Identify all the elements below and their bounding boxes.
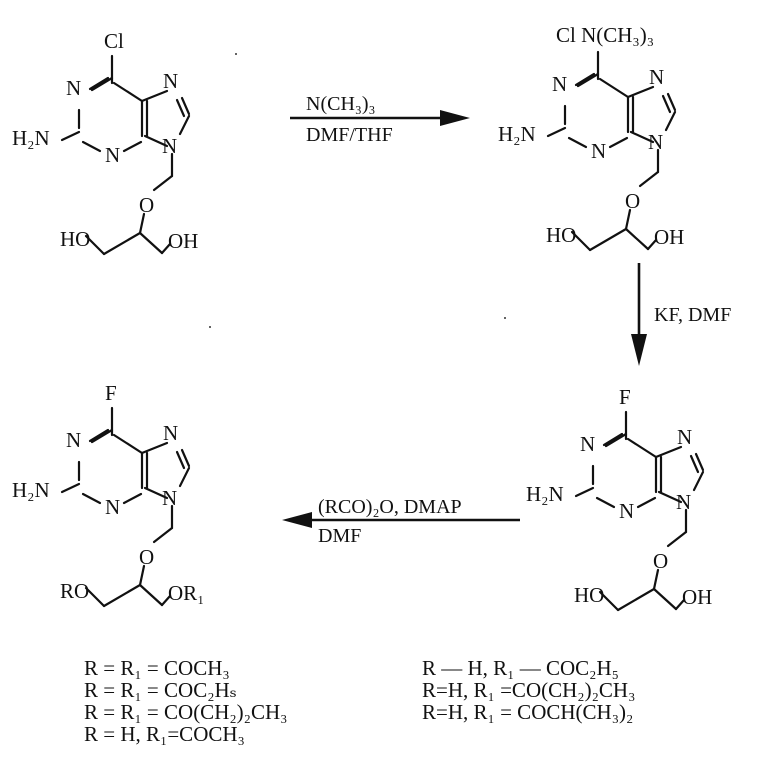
scan-speck [504,317,506,319]
molecule-fluoropurine-ester: F N N N N H₂N O RO OR₁ [12,381,205,608]
ring-n7-label: N [649,65,664,89]
amino-label: H₂N [526,482,564,506]
ring-n1-label: N [66,76,81,100]
ring-n1-label: N [552,72,567,96]
chloro-label: Cl [104,29,124,53]
ring-n9-label: N [676,490,691,514]
amino-label: H₂N [12,126,50,150]
definition-left-1: R = R₁ = COCH₃ [84,656,230,680]
definition-right-3: R=H, R₁ = COCH(CH₃)₂ [422,700,634,724]
definition-left-2: R = R₁ = COC₂Hₛ [84,678,237,702]
molecule-chloropurine: Cl N N N N H₂N O HO OH [12,29,198,256]
ester-left-label: RO [60,579,89,603]
ammonium-label: Cl N(CH₃)₃ [556,23,654,47]
ring-n3-label: N [591,139,606,163]
scan-speck [235,53,237,55]
arrow-step3: (RCO)₂O, DMAP DMF [282,496,520,547]
reagent-step3-line2: DMF [318,525,361,547]
hydroxyl-right-label: OH [168,229,198,253]
ester-right-label: OR₁ [168,581,205,605]
ring-n7-label: N [163,69,178,93]
definition-right-1: R — H, R₁ — COC₂H₅ [422,656,619,680]
reagent-step3-line1: (RCO)₂O, DMAP [318,496,462,518]
hydroxyl-right-label: OH [654,225,684,249]
ether-oxygen-label: O [625,189,640,213]
ring-n3-label: N [105,495,120,519]
fluoro-label: F [105,381,117,405]
arrow-step2: KF, DMF [631,263,731,366]
ring-n3-label: N [619,499,634,523]
ether-oxygen-label: O [139,193,154,217]
fluoro-label: F [619,385,631,409]
amino-label: H₂N [12,478,50,502]
ring-n3-label: N [105,143,120,167]
ring-n9-label: N [648,130,663,154]
definition-left-3: R = R₁ = CO(CH₂)₂CH₃ [84,700,288,724]
ring-n7-label: N [677,425,692,449]
hydroxyl-right-label: OH [682,585,712,609]
ring-n1-label: N [580,432,595,456]
ring-n9-label: N [162,486,177,510]
hydroxyl-left-label: HO [574,583,604,607]
ring-n9-label: N [162,134,177,158]
amino-label: H₂N [498,122,536,146]
hydroxyl-left-label: HO [546,223,576,247]
reagent-step2-line1: KF, DMF [654,304,731,326]
molecule-fluoropurine-diol: F N N N N H₂N O HO OH [526,385,712,612]
ether-oxygen-label: O [139,545,154,569]
ether-oxygen-label: O [653,549,668,573]
definition-left-4: R = H, R₁=COCH₃ [84,722,245,746]
reagent-step1-line2: DMF/THF [306,124,393,146]
hydroxyl-left-label: HO [60,227,90,251]
molecule-ammoniopurine: Cl N(CH₃)₃ N N N N H₂N O HO OH [498,23,684,252]
ring-n7-label: N [163,421,178,445]
reagent-step1-line1: N(CH₃)₃ [306,93,376,115]
scan-speck [209,326,211,328]
arrow-step1: N(CH₃)₃ DMF/THF [290,93,470,146]
definition-right-2: R=H, R₁ =CO(CH₂)₂CH₃ [422,678,636,702]
ring-n1-label: N [66,428,81,452]
